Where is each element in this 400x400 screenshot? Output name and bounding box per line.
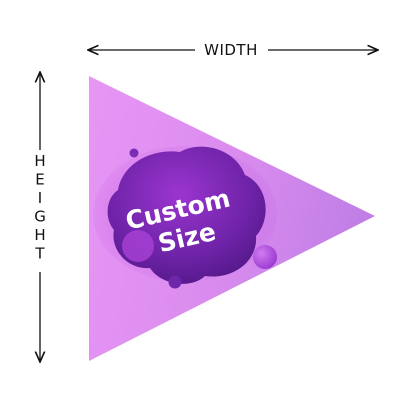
height-letter: G — [34, 208, 46, 226]
height-letter: I — [38, 189, 42, 207]
height-letter: H — [34, 152, 45, 170]
height-letter: T — [34, 245, 45, 263]
triangle-flag: Custom Size — [89, 76, 375, 361]
ball-bottom-small — [168, 275, 182, 289]
ball-top — [129, 148, 139, 158]
ball-right — [253, 245, 277, 269]
width-label: WIDTH — [204, 41, 258, 59]
width-dimension: WIDTH — [88, 41, 378, 59]
height-letter: H — [34, 226, 45, 244]
blob-highlight-circle — [122, 230, 154, 262]
height-label-gap — [30, 150, 50, 272]
height-letter: E — [35, 171, 44, 189]
